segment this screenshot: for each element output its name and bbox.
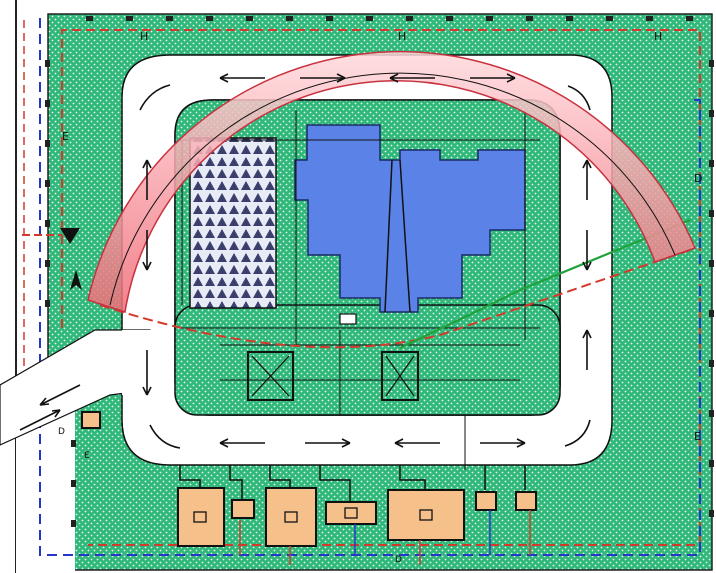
storage-box-right-x [385,355,415,397]
fence-posts-top [86,16,693,21]
building-axis-2 [399,159,411,313]
ring-road-curve-arrow-2 [567,85,591,111]
label-left-upper: E [62,130,69,143]
label-right-upper: D [694,172,702,185]
building-axis-1 [384,159,393,313]
site-outside-corner [16,395,75,573]
material-stockpile [189,137,277,309]
green-pipe-line [399,218,691,349]
label-gate: D [58,427,65,437]
label-top-left: H [140,30,148,43]
utility-boxes [81,411,537,547]
triangle-icon [60,228,80,244]
storage-box-left-x [251,355,290,397]
label-left-mid: E [84,451,90,461]
north-arrow-icon [70,270,82,290]
storage-box-left [247,351,294,401]
bottom-connectors [179,465,526,502]
label-top-right: H [654,30,662,43]
work-yard [174,304,561,416]
crane-swing-arc [87,50,697,313]
building-footprint [294,124,526,313]
ring-road-curve-arrow-3 [149,424,181,449]
storage-box-right [381,351,419,401]
ring-road-curve-arrow-4 [564,419,591,447]
label-right-lower: E [694,430,701,443]
small-marker [339,313,357,325]
fence-posts-left [45,60,76,527]
entrance-road-mask [122,330,178,395]
ring-road-curve-arrow [139,84,171,111]
drop-lines [239,510,531,565]
red-boundary-line [61,29,701,546]
label-top-center: H [398,30,406,43]
traffic-arrows [19,73,592,448]
crane-arc-inner-line [109,72,676,306]
label-bottom-center: D [395,555,402,565]
fence-posts-right [709,60,714,517]
